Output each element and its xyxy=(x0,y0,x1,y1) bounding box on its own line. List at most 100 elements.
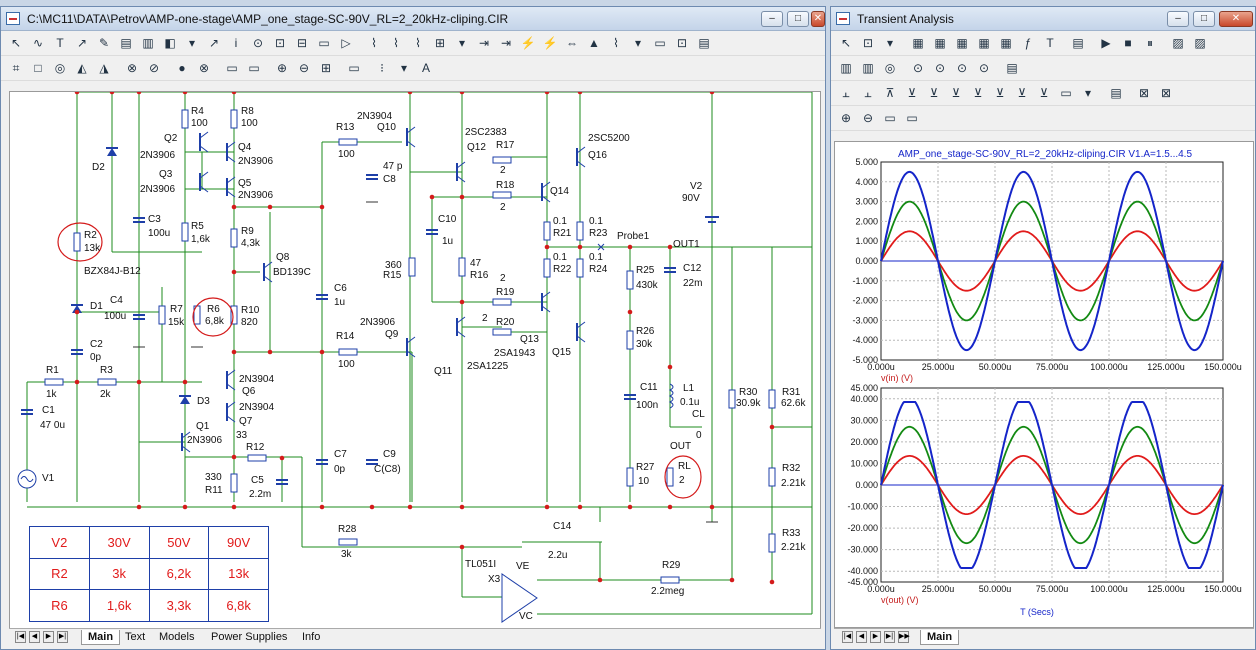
ar3-tool-5-icon[interactable]: ⊻ xyxy=(951,86,961,100)
resistor-v-1[interactable] xyxy=(230,109,238,129)
tr2-tool-13-icon[interactable]: ▭ xyxy=(248,61,260,75)
resistor-v-18[interactable] xyxy=(666,467,674,487)
tr2-tool-9-icon[interactable]: ● xyxy=(178,61,186,75)
tr2-tool-16-icon[interactable]: ⊖ xyxy=(298,61,310,75)
ar2-tool-2-icon[interactable]: ◎ xyxy=(884,61,896,75)
transistor-12[interactable] xyxy=(541,181,551,203)
tr2-tool-3-icon[interactable]: ◭ xyxy=(77,61,87,75)
ar1-tool-1-icon[interactable]: ⊡ xyxy=(862,36,874,50)
ar1-tool-12-icon[interactable]: ▤ xyxy=(1072,36,1084,50)
tr1-tool-11-icon[interactable]: ⊙ xyxy=(252,36,264,50)
ar3-tool-11-icon[interactable]: ▾ xyxy=(1084,86,1092,100)
capacitor-7[interactable] xyxy=(366,174,378,180)
ar2-tool-9-icon[interactable]: ▤ xyxy=(1006,61,1018,75)
transistor-4[interactable] xyxy=(263,261,273,283)
battery-v2[interactable] xyxy=(705,216,719,223)
resistor-h-7[interactable] xyxy=(492,298,512,306)
transistor-2[interactable] xyxy=(226,141,236,163)
resistor-v-13[interactable] xyxy=(576,221,584,241)
diode-0[interactable] xyxy=(106,147,118,156)
resistor-h-3[interactable] xyxy=(338,138,358,146)
transistor-10[interactable] xyxy=(456,161,466,183)
tr1-tool-5-icon[interactable]: ▤ xyxy=(120,36,132,50)
opamp-x3[interactable] xyxy=(501,573,538,623)
transistor-9[interactable] xyxy=(406,336,416,358)
ar2-tool-6-icon[interactable]: ⊙ xyxy=(956,61,968,75)
ar1-tool-10-icon[interactable]: T xyxy=(1046,36,1054,50)
capacitor-9[interactable] xyxy=(426,229,438,235)
capacitor-6[interactable] xyxy=(316,459,328,465)
tr1-tool-19-icon[interactable]: ⌇ xyxy=(415,36,421,50)
ar2-tool-0-icon[interactable]: ▥ xyxy=(840,61,852,75)
ar1-tool-19-icon[interactable]: ▨ xyxy=(1194,36,1206,50)
ar3-tool-1-icon[interactable]: ⫠ xyxy=(864,86,872,100)
ar1-tool-16-icon[interactable]: ⏸ xyxy=(1146,36,1153,50)
minimize-button[interactable]: – xyxy=(761,11,783,27)
tr1-tool-10-icon[interactable]: i xyxy=(234,36,238,50)
resistor-v-15[interactable] xyxy=(626,270,634,290)
ar1-tool-4-icon[interactable]: ▦ xyxy=(912,36,924,50)
tr1-tool-13-icon[interactable]: ⊟ xyxy=(296,36,308,50)
resistor-h-2[interactable] xyxy=(247,454,267,462)
ar1-tool-18-icon[interactable]: ▨ xyxy=(1172,36,1184,50)
ar3-tool-7-icon[interactable]: ⊻ xyxy=(995,86,1005,100)
tr2-tool-19-icon[interactable]: ▭ xyxy=(348,61,360,75)
resistor-v-7[interactable] xyxy=(230,305,238,325)
resistor-v-21[interactable] xyxy=(768,467,776,487)
tr2-tool-0-icon[interactable]: ⌗ xyxy=(12,61,20,75)
resistor-h-6[interactable] xyxy=(492,191,512,199)
capacitor-0[interactable] xyxy=(133,217,145,223)
voltage-source-v1[interactable] xyxy=(17,469,37,489)
ar4-tool-3-icon[interactable]: ▭ xyxy=(906,111,918,125)
tr1-tool-4-icon[interactable]: ✎ xyxy=(98,36,110,50)
tab-nav-last[interactable]: ▶| xyxy=(57,631,68,643)
resistor-h-10[interactable] xyxy=(660,576,680,584)
analysis-nav-first[interactable]: |◀ xyxy=(842,631,853,643)
resistor-v-3[interactable] xyxy=(230,228,238,248)
ar1-tool-6-icon[interactable]: ▦ xyxy=(956,36,968,50)
ar1-tool-8-icon[interactable]: ▦ xyxy=(1000,36,1012,50)
tr2-tool-21-icon[interactable]: ⁝ xyxy=(380,61,384,75)
ar3-tool-15-icon[interactable]: ⊠ xyxy=(1138,86,1150,100)
tr1-tool-0-icon[interactable]: ↖ xyxy=(10,36,22,50)
transistor-8[interactable] xyxy=(406,126,416,148)
resistor-h-4[interactable] xyxy=(338,348,358,356)
tr1-tool-30-icon[interactable]: ▭ xyxy=(654,36,666,50)
tr1-tool-32-icon[interactable]: ▤ xyxy=(698,36,710,50)
resistor-h-0[interactable] xyxy=(44,378,64,386)
tr1-tool-9-icon[interactable]: ↗ xyxy=(208,36,220,50)
transistor-13[interactable] xyxy=(541,291,551,313)
tr2-tool-6-icon[interactable]: ⊗ xyxy=(126,61,138,75)
tr1-tool-24-icon[interactable]: ⚡ xyxy=(520,36,536,50)
resistor-v-11[interactable] xyxy=(543,221,551,241)
capacitor-2[interactable] xyxy=(71,349,83,355)
ar2-tool-1-icon[interactable]: ▥ xyxy=(862,61,874,75)
transistor-15[interactable] xyxy=(576,321,586,343)
resistor-v-2[interactable] xyxy=(181,222,189,242)
tr1-tool-21-icon[interactable]: ▾ xyxy=(458,36,466,50)
tr2-tool-15-icon[interactable]: ⊕ xyxy=(276,61,288,75)
tr2-tool-4-icon[interactable]: ◮ xyxy=(99,61,109,75)
transistor-1[interactable] xyxy=(199,171,209,193)
tr1-tool-28-icon[interactable]: ⌇ xyxy=(613,36,619,50)
resistor-v-0[interactable] xyxy=(181,109,189,129)
diode-1[interactable] xyxy=(71,304,83,313)
resistor-h-5[interactable] xyxy=(492,156,512,164)
ar2-tool-4-icon[interactable]: ⊙ xyxy=(912,61,924,75)
resistor-v-5[interactable] xyxy=(158,305,166,325)
resistor-v-14[interactable] xyxy=(576,258,584,278)
maximize-button[interactable]: □ xyxy=(787,11,809,27)
ar3-tool-0-icon[interactable]: ⫠ xyxy=(842,86,850,100)
tab-info[interactable]: Info xyxy=(302,631,321,643)
resistor-v-8[interactable] xyxy=(230,473,238,493)
resistor-v-19[interactable] xyxy=(728,389,736,409)
ar3-tool-10-icon[interactable]: ▭ xyxy=(1060,86,1072,100)
ar1-tool-7-icon[interactable]: ▦ xyxy=(978,36,990,50)
ar2-tool-5-icon[interactable]: ⊙ xyxy=(934,61,946,75)
ar3-tool-9-icon[interactable]: ⊻ xyxy=(1039,86,1049,100)
tab-power-supplies[interactable]: Power Supplies xyxy=(211,631,288,643)
tr1-tool-8-icon[interactable]: ▾ xyxy=(188,36,196,50)
analysis-close-button[interactable]: ✕ xyxy=(1219,11,1253,27)
tr2-tool-10-icon[interactable]: ⊗ xyxy=(198,61,210,75)
ar1-tool-14-icon[interactable]: ▶ xyxy=(1101,36,1111,50)
